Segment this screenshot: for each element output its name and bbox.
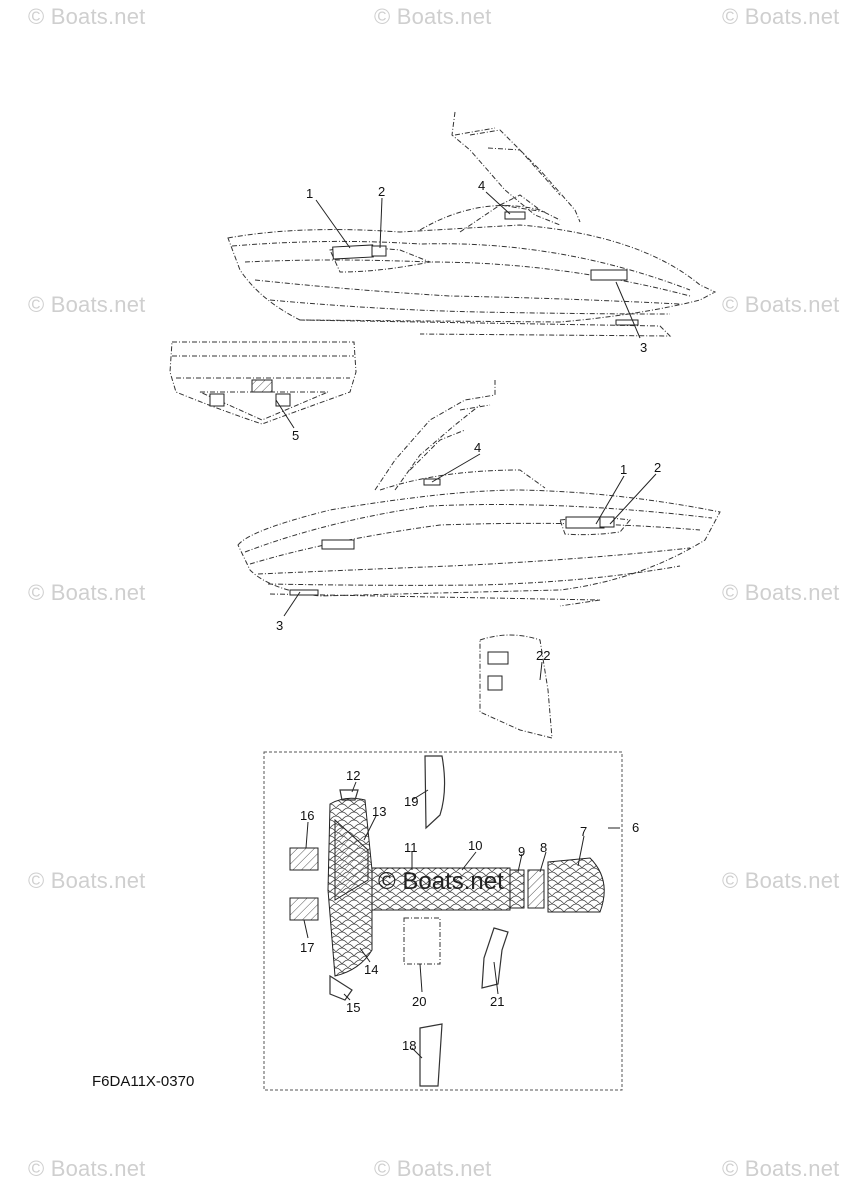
callout-19: 19 <box>404 794 418 809</box>
callout-2b: 2 <box>654 460 661 475</box>
callout-18: 18 <box>402 1038 416 1053</box>
diagram-code: F6DA11X-0370 <box>92 1073 195 1090</box>
callout-2a: 2 <box>378 184 385 199</box>
watermark-row2-right: © Boats.net <box>722 292 840 317</box>
callout-13: 13 <box>372 804 386 819</box>
watermark-bottom-right: © Boats.net <box>722 1156 840 1181</box>
watermark-top-left: © Boats.net <box>28 4 146 29</box>
kit-pieces <box>289 755 605 1087</box>
callout-8: 8 <box>540 840 547 855</box>
callout-6: 6 <box>632 820 639 835</box>
callout-numbers: 1 2 4 3 5 4 1 2 3 22 6 7 8 9 10 11 12 13… <box>276 178 661 1053</box>
watermark-row2-left: © Boats.net <box>28 292 146 317</box>
watermark-row4-right: © Boats.net <box>722 868 840 893</box>
watermark-row4-left: © Boats.net <box>28 868 146 893</box>
callout-1b: 1 <box>620 462 627 477</box>
watermark-bottom-center: © Boats.net <box>374 1156 492 1181</box>
boat-top-view <box>227 111 717 337</box>
callout-4b: 4 <box>474 440 481 455</box>
callout-21: 21 <box>490 994 504 1009</box>
leader-lines <box>275 191 657 1059</box>
callout-20: 20 <box>412 994 426 1009</box>
watermark-row3-right: © Boats.net <box>722 580 840 605</box>
callout-22: 22 <box>536 648 550 663</box>
boat-side-view <box>237 380 721 607</box>
callout-4a: 4 <box>478 178 485 193</box>
callout-3b: 3 <box>276 618 283 633</box>
transom-view <box>169 341 357 425</box>
watermark-row3-left: © Boats.net <box>28 580 146 605</box>
callout-5: 5 <box>292 428 299 443</box>
watermark-bottom-left: © Boats.net <box>28 1156 146 1181</box>
part-22-shape <box>479 634 553 739</box>
callout-11: 11 <box>404 840 418 855</box>
kit-box <box>263 751 623 1091</box>
watermark-top-center: © Boats.net <box>374 4 492 29</box>
callout-17: 17 <box>300 940 314 955</box>
callout-12: 12 <box>346 768 360 783</box>
callout-9: 9 <box>518 844 525 859</box>
callout-1a: 1 <box>306 186 313 201</box>
watermark-top-right: © Boats.net <box>722 4 840 29</box>
callout-16: 16 <box>300 808 314 823</box>
callout-7: 7 <box>580 824 587 839</box>
callout-14: 14 <box>364 962 378 977</box>
callout-10: 10 <box>468 838 482 853</box>
callout-3a: 3 <box>640 340 647 355</box>
watermark-center: © Boats.net <box>378 868 504 895</box>
callout-15: 15 <box>346 1000 360 1015</box>
